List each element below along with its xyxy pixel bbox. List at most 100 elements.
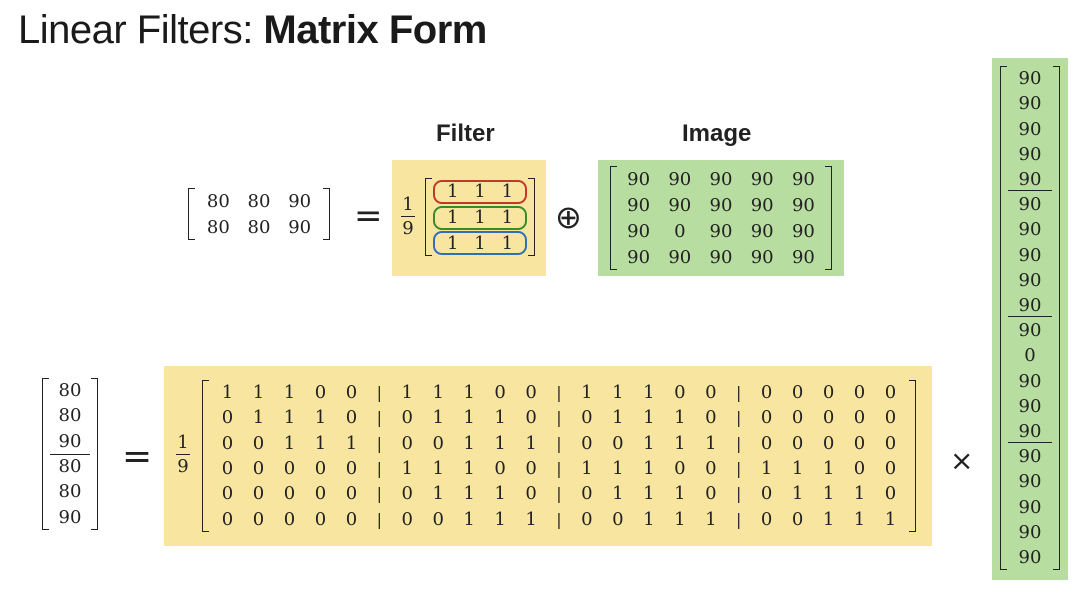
image-vector-entry: 90 [1018, 93, 1042, 115]
image-vector-entry: 90 [1018, 68, 1042, 90]
big-matrix-cell: 1 [432, 483, 444, 505]
big-matrix-cell: 0 [401, 508, 413, 530]
big-matrix-cell: 0 [581, 432, 593, 454]
big-matrix-cell: 1 [314, 407, 327, 429]
top-result-cell: 90 [288, 190, 312, 212]
image-cell: 90 [750, 220, 774, 242]
image-cell: 90 [750, 194, 774, 216]
big-matrix-cell: 1 [822, 483, 835, 505]
big-matrix-cell: 0 [760, 407, 773, 429]
big-matrix-cell: | [556, 484, 562, 504]
big-matrix-cell: 0 [525, 458, 537, 480]
big-matrix-cell: | [376, 408, 382, 428]
big-matrix-cell: 0 [884, 458, 897, 480]
big-matrix-cell: 0 [494, 458, 506, 480]
filter-box [392, 160, 546, 276]
big-matrix-cell: 0 [705, 382, 717, 404]
big-matrix-cell: 1 [494, 508, 506, 530]
big-matrix-cell: 0 [401, 483, 413, 505]
top-result-cell: 80 [247, 216, 271, 238]
big-matrix-cell: 1 [252, 382, 265, 404]
top-result-cell: 80 [206, 216, 230, 238]
big-matrix-cell: 0 [314, 458, 327, 480]
big-matrix-cell: | [556, 433, 562, 453]
big-matrix-cell: 1 [791, 483, 804, 505]
big-matrix-cell: 0 [884, 382, 897, 404]
big-matrix-cell: 1 [674, 432, 686, 454]
big-matrix-cell: | [735, 408, 742, 428]
big-matrix-cell: 1 [463, 382, 475, 404]
image-cell: 90 [627, 194, 651, 216]
big-matrix-cell: 0 [221, 483, 234, 505]
big-matrix-cell: 1 [643, 407, 655, 429]
big-matrix-cell: 1 [463, 508, 475, 530]
big-matrix-cell: 1 [463, 483, 475, 505]
big-matrix-cell: | [735, 459, 742, 479]
big-matrix-cell: 0 [760, 432, 773, 454]
title-light: Linear Filters: [18, 8, 264, 52]
big-matrix-cell: | [376, 509, 382, 529]
image-vector-entry: 90 [1018, 546, 1042, 568]
image-cell: 90 [668, 246, 692, 268]
title-bold: Matrix Form [263, 8, 487, 52]
times-operator: × [950, 444, 974, 477]
result-vector-divider [50, 454, 90, 455]
image-cell: 90 [709, 220, 733, 242]
big-matrix-cell: 1 [674, 483, 686, 505]
big-matrix-cell: 0 [252, 508, 265, 530]
image-vector-entry: 90 [1018, 446, 1042, 468]
big-matrix-cell: 1 [345, 432, 358, 454]
big-matrix-cell: 0 [853, 407, 866, 429]
convolve-operator: ⊕ [555, 198, 582, 236]
filter-cell: 1 [446, 180, 459, 202]
big-matrix-box [164, 366, 932, 546]
big-matrix-cell: 0 [221, 458, 234, 480]
top-result-cell: 90 [288, 216, 312, 238]
image-cell: 90 [709, 246, 733, 268]
big-matrix-cell: 0 [612, 432, 624, 454]
big-matrix-cell: 1 [525, 432, 537, 454]
big-matrix-cell: | [556, 408, 562, 428]
image-cell: 90 [627, 220, 651, 242]
filter-row-highlight [433, 205, 527, 230]
big-matrix-cell: 0 [822, 382, 835, 404]
big-matrix-cell: 0 [674, 382, 686, 404]
top-result-cell: 80 [247, 190, 271, 212]
big-matrix-cell: 1 [525, 508, 537, 530]
big-matrix-cell: 1 [643, 432, 655, 454]
big-matrix-cell: 1 [463, 432, 475, 454]
big-matrix-cell: 0 [791, 508, 804, 530]
big-matrix-cell: 0 [221, 432, 234, 454]
image-vector-entry: 90 [1018, 471, 1042, 493]
big-matrix-cell: 1 [463, 407, 475, 429]
image-vector-entry: 90 [1018, 294, 1042, 316]
big-matrix-cell: 1 [674, 407, 686, 429]
big-matrix-cell: 0 [581, 407, 593, 429]
big-matrix-fraction: 1 9 [176, 432, 190, 477]
filter-cell: 1 [446, 206, 459, 228]
big-matrix-cell: 0 [760, 508, 773, 530]
big-matrix-cell: 0 [525, 407, 537, 429]
big-matrix-cell: 0 [525, 382, 537, 404]
big-matrix-cell: 0 [494, 382, 506, 404]
big-matrix-cell: 1 [791, 458, 804, 480]
filter-cell: 1 [501, 206, 514, 228]
big-matrix-cell: 0 [345, 508, 358, 530]
big-matrix-cell: 0 [853, 458, 866, 480]
filter-cell: 1 [474, 206, 486, 228]
result-vector-entry: 90 [58, 430, 82, 452]
image-cell: 90 [750, 168, 774, 190]
image-cell: 90 [668, 194, 692, 216]
filter-cell: 1 [474, 180, 486, 202]
big-matrix-cell: 1 [494, 483, 506, 505]
image-cell: 0 [674, 220, 686, 242]
big-matrix-cell: 1 [643, 508, 655, 530]
image-cell: 90 [627, 168, 651, 190]
big-matrix-cell: | [376, 383, 382, 403]
big-matrix-cell: | [376, 459, 382, 479]
big-matrix-cell: 1 [581, 458, 593, 480]
image-box [598, 160, 844, 276]
